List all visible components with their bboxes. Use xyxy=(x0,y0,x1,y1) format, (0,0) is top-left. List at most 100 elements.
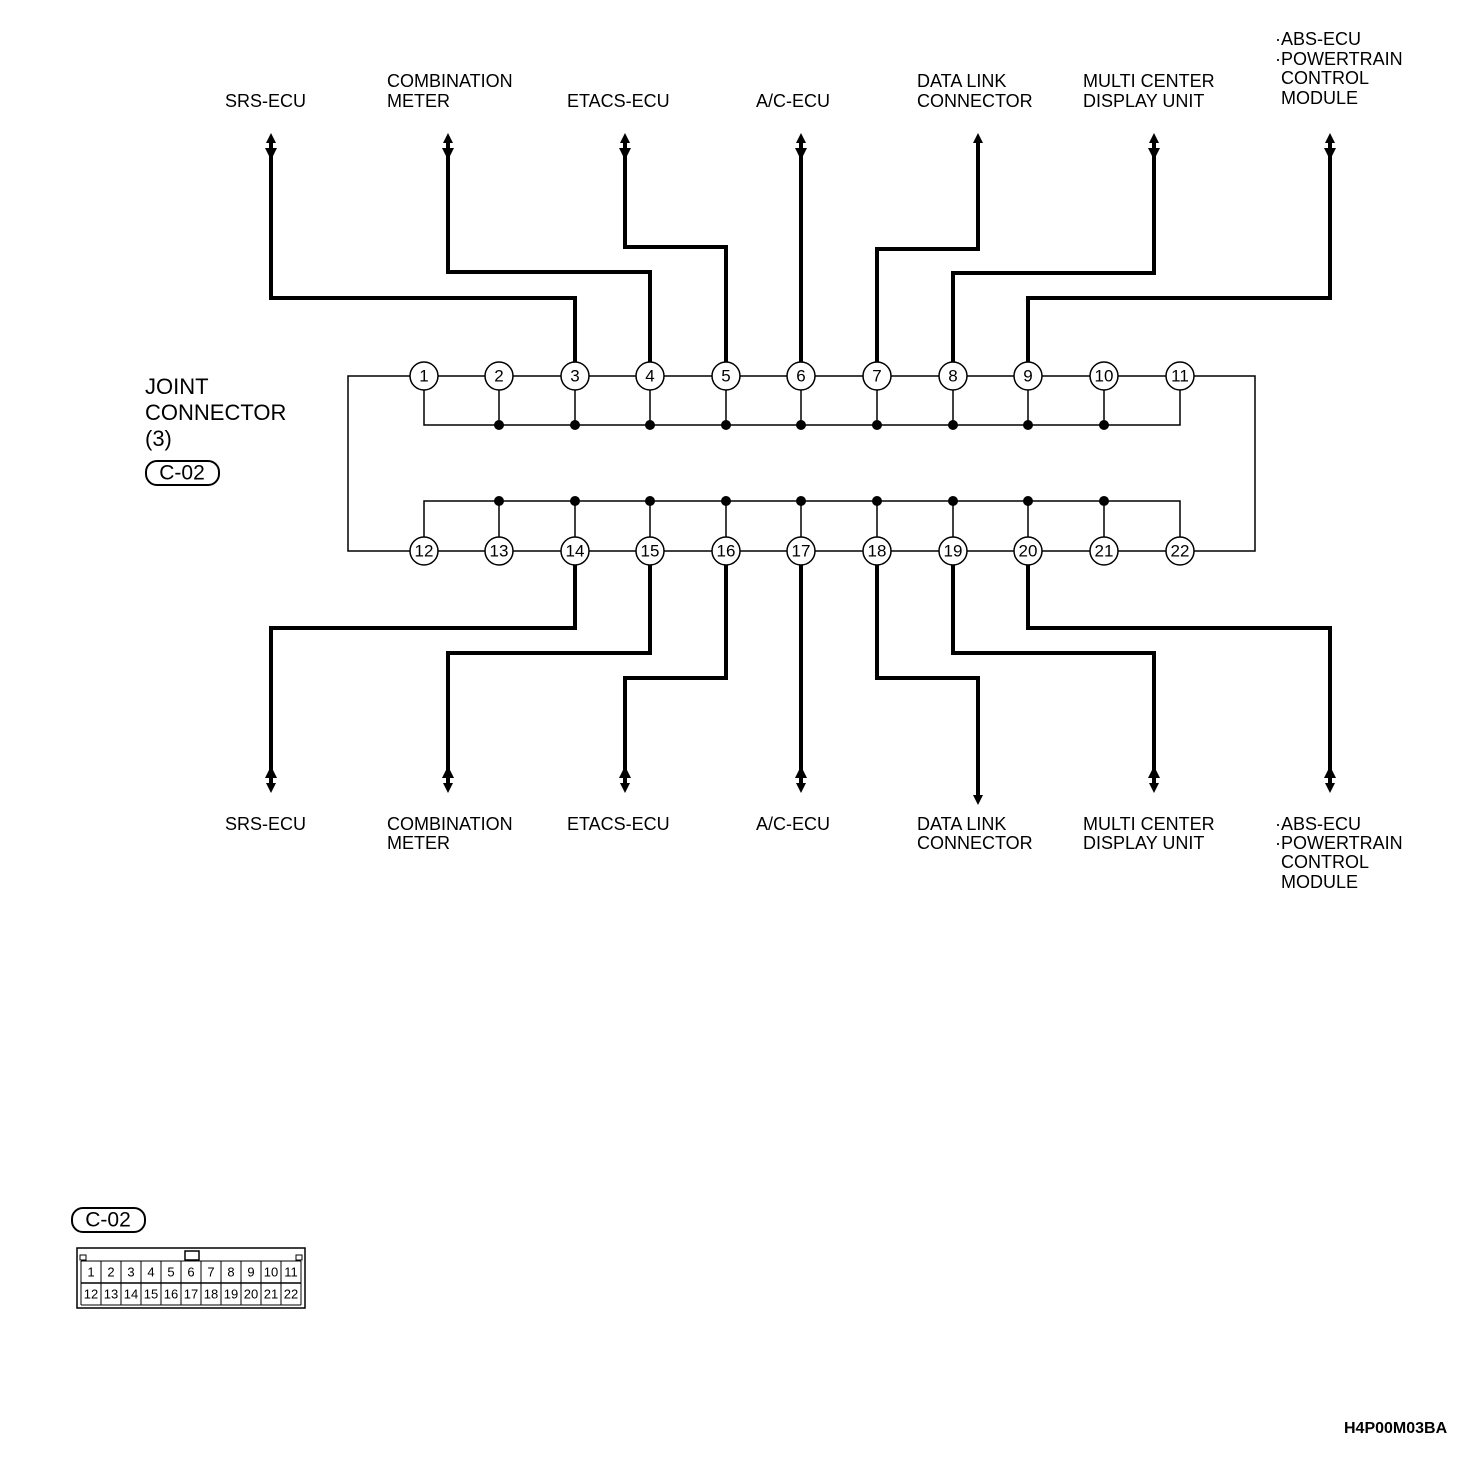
cavity-number: 10 xyxy=(264,1265,278,1280)
figure-code: H4P00M03BA xyxy=(1344,1420,1448,1437)
cavity-number: 18 xyxy=(204,1287,218,1302)
pin: 14 xyxy=(560,536,590,566)
pin-number: 14 xyxy=(566,542,585,561)
pin: 10 xyxy=(1089,361,1119,391)
pin-number: 11 xyxy=(1171,367,1189,386)
pin-number: 8 xyxy=(948,367,957,386)
pin: 16 xyxy=(711,536,741,566)
cavity-number: 4 xyxy=(147,1265,154,1280)
cavity-number: 22 xyxy=(284,1287,298,1302)
pin-number: 2 xyxy=(494,367,503,386)
wire-combination-meter-bottom xyxy=(443,565,652,793)
pin: 19 xyxy=(938,536,968,566)
pin: 15 xyxy=(635,536,665,566)
pin: 5 xyxy=(711,361,741,391)
cavity-number: 20 xyxy=(244,1287,258,1302)
pin: 9 xyxy=(1013,361,1043,391)
connector-face-bottom-row: 12 13 14 15 16 17 18 19 20 21 22 xyxy=(84,1287,298,1302)
pin-number: 1 xyxy=(419,367,428,386)
label-abs-powertrain-bottom: CONTROL xyxy=(1281,852,1369,872)
cavity-number: 8 xyxy=(227,1265,234,1280)
cavity-number: 6 xyxy=(187,1265,194,1280)
label-srs-ecu-top: SRS-ECU xyxy=(225,91,306,111)
cavity-number: 19 xyxy=(224,1287,238,1302)
label-abs-powertrain-bottom: MODULE xyxy=(1281,872,1358,892)
pin-number: 10 xyxy=(1095,367,1114,386)
label-srs-ecu-bottom: SRS-ECU xyxy=(225,814,306,834)
wire-data-link-connector-bottom xyxy=(875,565,983,805)
cavity-number: 11 xyxy=(284,1265,298,1280)
pin-number: 15 xyxy=(641,542,660,561)
label-abs-powertrain-bottom: ·ABS-ECU xyxy=(1275,814,1361,834)
label-ac-ecu-top: A/C-ECU xyxy=(756,91,830,111)
bottom-harness-wires xyxy=(266,565,1335,805)
pin: 3 xyxy=(560,361,590,391)
cavity-number: 7 xyxy=(207,1265,214,1280)
cavity-number: 5 xyxy=(167,1265,174,1280)
pin-number: 20 xyxy=(1019,542,1038,561)
pin: 1 xyxy=(409,361,439,391)
connector-face-code: C-02 xyxy=(85,1209,131,1232)
label-ac-ecu-bottom: A/C-ECU xyxy=(756,814,830,834)
connector-face: 1 2 3 4 5 6 7 8 9 10 11 12 13 14 15 16 1… xyxy=(76,1247,306,1309)
pin-number: 13 xyxy=(490,542,509,561)
pin-number: 22 xyxy=(1171,542,1190,561)
wire-abs-powertrain-top xyxy=(1026,133,1335,362)
wire-data-link-connector-top xyxy=(875,133,983,362)
cavity-number: 2 xyxy=(107,1265,114,1280)
pin-number: 9 xyxy=(1023,367,1032,386)
cavity-number: 21 xyxy=(264,1287,278,1302)
pin: 13 xyxy=(484,536,514,566)
wire-etacs-ecu-bottom xyxy=(620,565,728,793)
connector-face-code-badge: C-02 xyxy=(71,1207,146,1233)
connector-code-badge: C-02 xyxy=(145,460,220,486)
pin: 17 xyxy=(786,536,816,566)
label-multi-center-display-top: MULTI CENTER xyxy=(1083,71,1215,91)
label-abs-powertrain-top: ·POWERTRAIN xyxy=(1275,49,1403,69)
outer-loop-wire xyxy=(347,375,1256,552)
bottom-pins: 12 13 14 15 16 17 18 19 20 21 22 xyxy=(409,536,1195,566)
label-data-link-connector-top: CONNECTOR xyxy=(917,91,1033,111)
label-multi-center-display-bottom: MULTI CENTER xyxy=(1083,814,1215,834)
label-multi-center-display-top: DISPLAY UNIT xyxy=(1083,91,1204,111)
label-abs-powertrain-top: MODULE xyxy=(1281,88,1358,108)
label-multi-center-display-bottom: DISPLAY UNIT xyxy=(1083,833,1204,853)
label-combination-meter-top: METER xyxy=(387,91,450,111)
pin: 2 xyxy=(484,361,514,391)
joint-connector-title-line: (3) xyxy=(145,426,172,451)
label-combination-meter-top: COMBINATION xyxy=(387,71,513,91)
pin: 6 xyxy=(786,361,816,391)
pin: 4 xyxy=(635,361,665,391)
wire-combination-meter-top xyxy=(443,133,652,362)
top-pins: 1 2 3 4 5 6 7 8 9 10 11 xyxy=(409,361,1195,391)
pin: 11 xyxy=(1165,361,1195,391)
label-data-link-connector-top: DATA LINK xyxy=(917,71,1006,91)
pin: 21 xyxy=(1089,536,1119,566)
pin: 18 xyxy=(862,536,892,566)
joint-connector-title-line: CONNECTOR xyxy=(145,400,286,425)
pin-number: 3 xyxy=(570,367,579,386)
label-abs-powertrain-top: ·ABS-ECU xyxy=(1275,29,1361,49)
top-junction-dots xyxy=(494,420,1109,430)
label-combination-meter-bottom: METER xyxy=(387,833,450,853)
joint-connector-title-line: JOINT xyxy=(145,374,209,399)
cavity-number: 16 xyxy=(164,1287,178,1302)
cavity-number: 15 xyxy=(144,1287,158,1302)
pin: 12 xyxy=(409,536,439,566)
connector-face-top-row: 1 2 3 4 5 6 7 8 9 10 11 xyxy=(87,1265,297,1280)
label-data-link-connector-bottom: DATA LINK xyxy=(917,814,1006,834)
pin-number: 19 xyxy=(944,542,963,561)
joint-connector-title: JOINT CONNECTOR (3) xyxy=(145,374,286,451)
wire-srs-ecu-top xyxy=(266,133,577,362)
connector-code: C-02 xyxy=(159,462,205,485)
label-etacs-ecu-top: ETACS-ECU xyxy=(567,91,670,111)
pin-number: 5 xyxy=(721,367,730,386)
label-abs-powertrain-bottom: ·POWERTRAIN xyxy=(1275,833,1403,853)
cavity-number: 14 xyxy=(124,1287,138,1302)
pin: 8 xyxy=(938,361,968,391)
pin: 20 xyxy=(1013,536,1043,566)
pin-number: 17 xyxy=(792,542,811,561)
wire-srs-ecu-bottom xyxy=(266,565,577,793)
label-etacs-ecu-bottom: ETACS-ECU xyxy=(567,814,670,834)
